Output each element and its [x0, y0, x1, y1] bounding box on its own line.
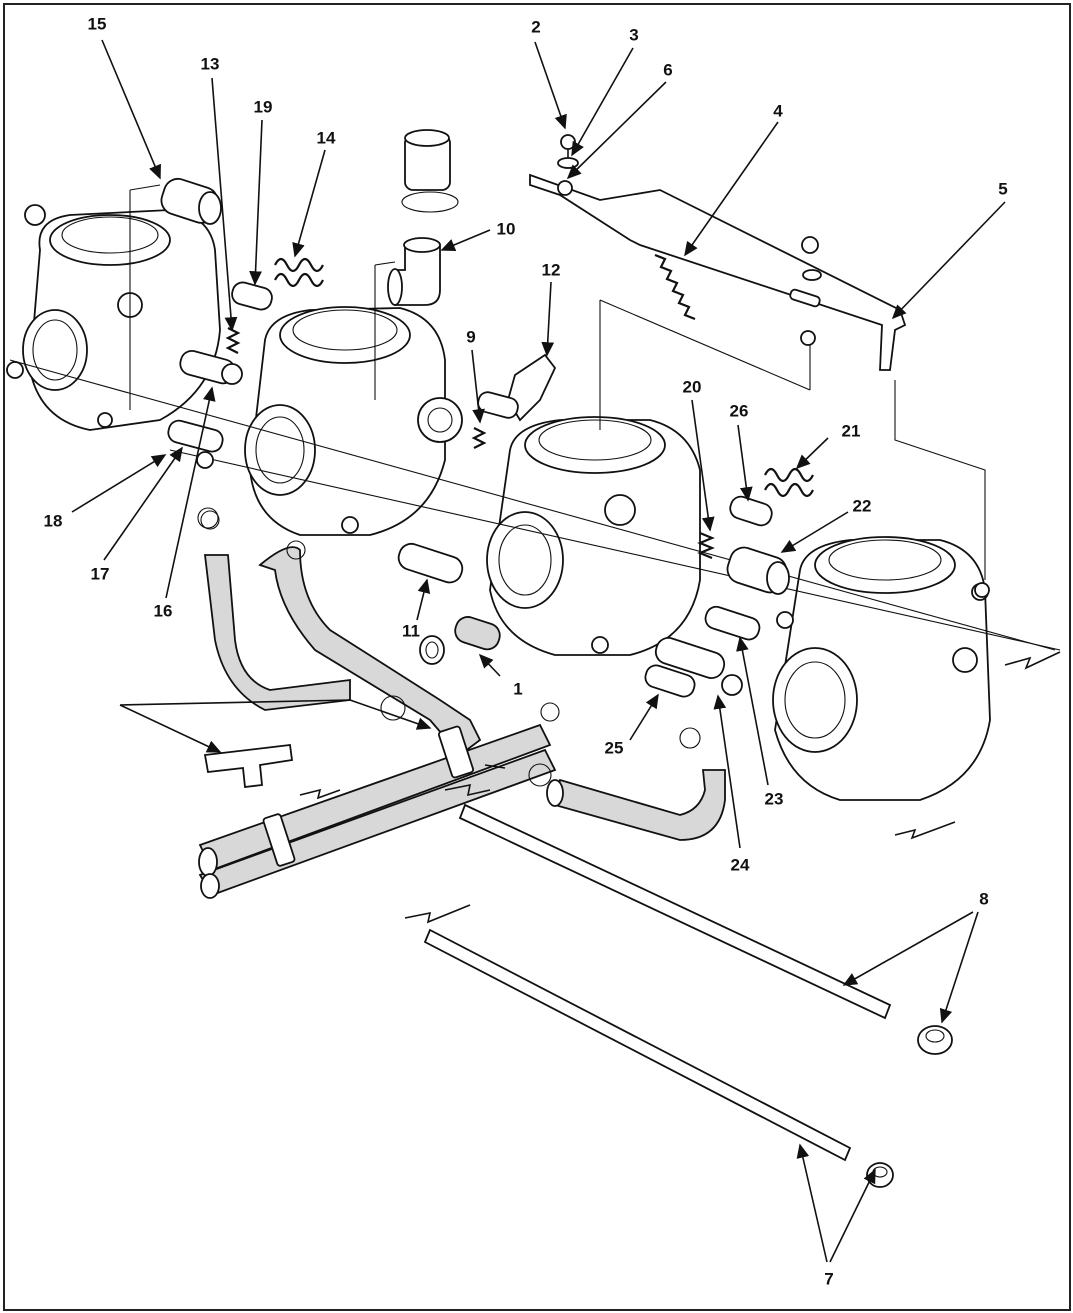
leader-lines	[71, 39, 1006, 1263]
callout-10: 10	[497, 219, 516, 238]
link-plate-5	[529, 134, 990, 598]
callout-18: 18	[44, 511, 63, 530]
collar-26	[729, 495, 773, 527]
joint-11	[397, 542, 464, 584]
callout-15: 15	[88, 14, 107, 33]
callout-11: 11	[402, 621, 420, 640]
callout-2: 2	[531, 17, 540, 36]
callout-14: 14	[317, 128, 336, 147]
callout-23: 23	[765, 789, 784, 808]
fuel-pipe-22	[726, 546, 790, 595]
collar-19	[231, 281, 273, 311]
assembly-lines	[9, 184, 1061, 651]
joint-10	[387, 237, 441, 306]
carburetor-body-1	[6, 204, 221, 431]
carburetor-body-2	[244, 306, 463, 536]
spring-20	[697, 531, 715, 560]
callout-labels: 15 13 19 14 2 3 6 4 5 10 12 9 20 26 21 2…	[44, 14, 1008, 1288]
callout-22: 22	[853, 496, 872, 515]
callout-25: 25	[605, 738, 624, 757]
callout-6: 6	[663, 60, 672, 79]
hose-1-clips	[419, 616, 501, 665]
callout-8: 8	[979, 889, 988, 908]
spring-14	[274, 257, 324, 288]
callout-9: 9	[466, 327, 475, 346]
fuel-joint-16-17-18	[167, 349, 243, 530]
callout-13: 13	[201, 54, 220, 73]
spring-13	[225, 327, 241, 354]
callout-12: 12	[542, 260, 561, 279]
clips	[197, 507, 560, 787]
rod-8	[458, 803, 953, 1055]
callout-4: 4	[773, 101, 783, 120]
carburetor-body-3	[486, 416, 701, 656]
carburetor-body-4	[772, 536, 991, 801]
callout-5: 5	[998, 179, 1007, 198]
throttle-link-12	[477, 353, 557, 422]
callout-3: 3	[629, 25, 638, 44]
fuel-pipe-15	[160, 177, 222, 225]
spring-21	[764, 467, 814, 498]
callout-17: 17	[91, 564, 110, 583]
callout-16: 16	[154, 601, 173, 620]
callout-21: 21	[842, 421, 861, 440]
callout-20: 20	[683, 377, 702, 396]
fuel-filter-top	[401, 129, 459, 213]
direction-arrows	[299, 651, 1061, 924]
tee-joint	[203, 744, 294, 789]
rod-7	[423, 928, 894, 1188]
callout-26: 26	[730, 401, 749, 420]
callout-19: 19	[254, 97, 273, 116]
spring-9	[471, 427, 487, 449]
joint-23-24-25	[644, 605, 761, 749]
callout-7: 7	[824, 1269, 833, 1288]
callout-1: 1	[513, 679, 522, 698]
callout-24: 24	[731, 855, 750, 874]
